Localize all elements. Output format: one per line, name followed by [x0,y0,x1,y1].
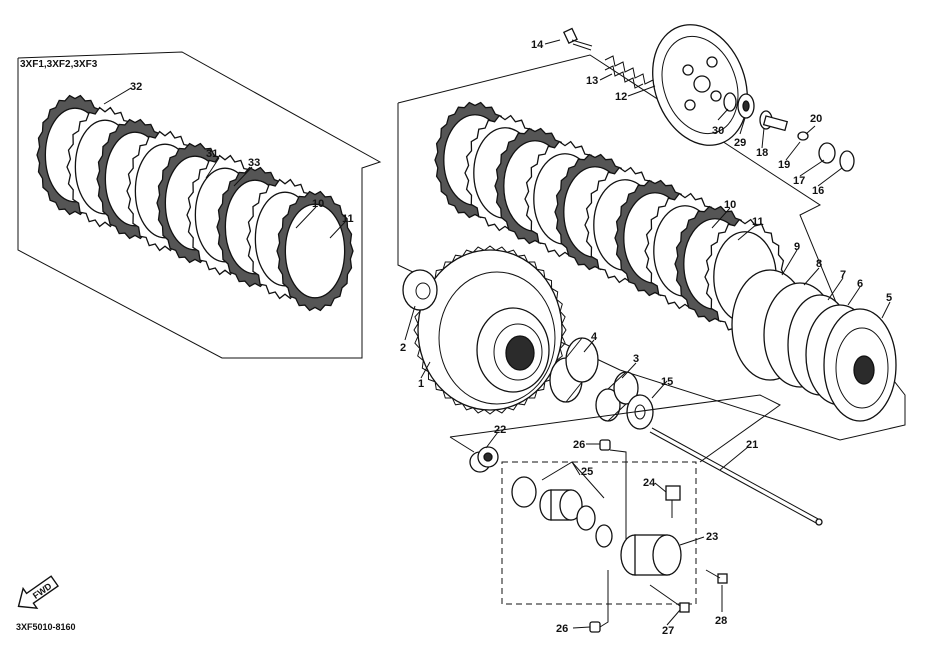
callout-27: 27 [662,625,674,637]
callout-20: 20 [810,113,822,125]
inset-model-label: 3XF1,3XF2,3XF3 [20,59,98,70]
forward-arrow-icon: FWD [17,575,59,609]
callout-25: 25 [581,466,593,478]
push-rod-21 [649,427,823,526]
bleed-screw-24 [665,485,681,518]
callout-11: 11 [752,216,764,228]
callout-23: 23 [706,531,718,543]
clutch-boss-assembly [731,269,897,422]
callout-19: 19 [778,159,790,171]
ball-20 [797,131,809,141]
callout-1: 1 [418,378,424,390]
callout-12: 12 [615,91,627,103]
lock-washer-16 [839,150,855,172]
callout-6: 6 [857,278,863,290]
callout-28: 28 [715,615,727,627]
inset-plate-bore [284,203,346,299]
dowel-26-lower [589,621,601,633]
callout-33: 33 [248,157,260,169]
callout-5: 5 [886,292,892,304]
nut-17 [818,142,836,164]
callout-9: 9 [794,241,800,253]
callout-14: 14 [531,39,544,51]
callout-30: 30 [712,125,724,137]
callout-22: 22 [494,424,506,436]
callout-3: 3 [633,353,639,365]
callout-29: 29 [734,137,746,149]
clutch-spring [604,55,654,89]
callout-13: 13 [586,75,598,87]
thrust-washer-2 [402,269,438,311]
washer-15 [626,394,654,430]
callout-17: 17 [793,175,805,187]
callout-16: 16 [812,185,824,197]
clutch-housing-gear [413,245,567,415]
callout-31: 31 [206,148,218,160]
callout-8: 8 [816,258,822,270]
callout-4: 4 [591,331,598,343]
callout-18: 18 [756,147,768,159]
leader-lines [103,39,891,629]
diagram-code: 3XF5010-8160 [16,622,76,632]
main-plate-stack [434,101,786,336]
gear-teeth [413,245,567,415]
dowel-26-upper [599,439,611,451]
bolt-27 [649,584,690,613]
pressure-plate-group [562,24,855,172]
callout-7: 7 [840,269,846,281]
bolt-14 [562,27,593,51]
main-band [397,54,906,441]
callout-numbers: 1 2 3 4 5 6 7 8 9 10 11 12 13 14 15 16 1… [130,39,892,637]
callout-21: 21 [746,439,758,451]
callout-2: 2 [400,342,406,354]
inset-plate-stack [36,94,354,312]
callout-15: 15 [661,376,673,388]
release-cylinder-box [501,461,697,605]
oil-seal-22 [469,446,499,473]
callout-24: 24 [643,477,656,489]
inset-panel: 3XF1,3XF2,3XF3 [17,51,382,359]
callout-10-inset: 10 [312,198,324,210]
callout-10: 10 [724,199,736,211]
bolt-28 [705,569,728,584]
callout-26-lower: 26 [556,623,568,635]
callout-26-upper: 26 [573,439,585,451]
needle-bearing-4 [549,337,599,403]
spacer-3 [595,371,639,422]
callout-32: 32 [130,81,142,93]
washer-30 [723,92,737,112]
push-rod-18 [759,110,789,132]
seal-kit-25 [511,476,613,548]
release-cylinder-23 [620,534,682,576]
callout-11-inset: 11 [342,213,354,225]
